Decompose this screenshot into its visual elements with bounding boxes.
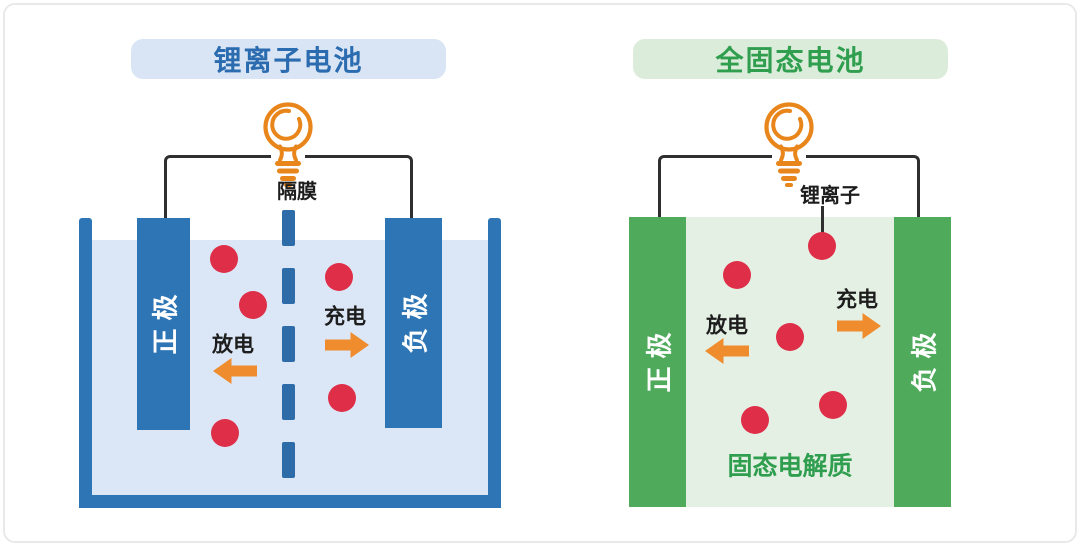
separator-dash (282, 268, 295, 304)
tub-wall-left (79, 218, 92, 508)
light-bulb-icon (764, 102, 814, 192)
left-negative-electrode: 负极 (385, 218, 442, 428)
left-charge-label: 充电 (324, 304, 366, 329)
tub-wall-right (488, 218, 501, 508)
negative-electrode-label: 负极 (401, 284, 432, 354)
lithium-ion (328, 384, 356, 412)
lithium-ion (210, 245, 238, 273)
right-discharge-label: 放电 (706, 313, 748, 338)
separator-dash (282, 384, 295, 420)
positive-electrode-label: 正极 (645, 323, 676, 393)
negative-electrode-label: 负极 (910, 323, 941, 393)
lithium-ion (239, 291, 267, 319)
right-charge-label: 充电 (836, 287, 878, 312)
light-bulb-icon (263, 102, 313, 192)
separator-dash (282, 442, 295, 478)
separator-dash (282, 326, 295, 362)
right-negative-electrode: 负极 (894, 217, 951, 507)
lithium-ion (325, 263, 353, 291)
lithium-ion (776, 323, 804, 351)
right-panel-title: 全固态电池 (633, 39, 948, 79)
lithium-ion (819, 391, 847, 419)
left-discharge-label: 放电 (212, 332, 254, 357)
screenshot-frame (3, 3, 1077, 543)
tub-wall-bottom (79, 495, 501, 508)
lithium-ion (808, 232, 836, 260)
solid-electrolyte-label: 固态电解质 (727, 451, 853, 481)
lithium-ion (741, 406, 769, 434)
separator-dash (282, 210, 295, 246)
lithium-ion-callout-label: 锂离子 (800, 183, 860, 207)
right-positive-electrode: 正极 (629, 217, 686, 507)
separator-label: 隔膜 (277, 179, 317, 203)
lithium-ion (723, 261, 751, 289)
positive-electrode-label: 正极 (151, 285, 182, 355)
left-panel-title: 锂离子电池 (131, 39, 446, 79)
left-positive-electrode: 正极 (137, 218, 190, 430)
lithium-ion (211, 419, 239, 447)
lithium-ion-pointer-line (821, 206, 824, 244)
